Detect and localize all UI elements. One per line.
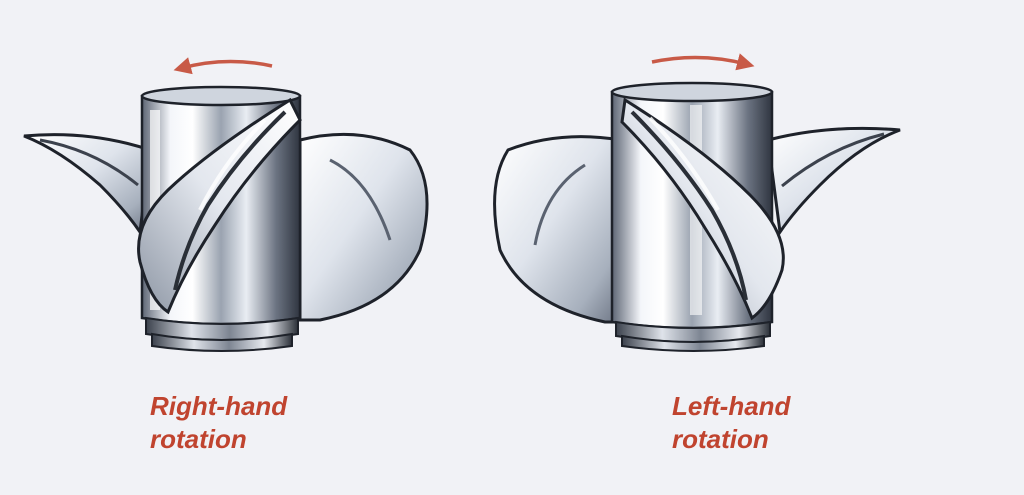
caption-line-2: rotation [672,424,769,454]
arrow-counterclockwise-icon [173,57,273,75]
arrow-clockwise-icon [651,53,755,71]
front-blade [620,97,785,321]
caption-right-hand-rotation: Right-hand rotation [150,390,287,456]
front-blade [137,97,302,315]
caption-left-hand-rotation: Left-hand rotation [672,390,790,456]
caption-line-1: Right-hand [150,391,288,421]
left-blade [23,133,152,237]
caption-line-1: Left-hand [672,391,791,421]
propeller-left-hand [493,53,901,352]
propeller-right-hand [23,57,429,352]
left-rounded-blade [493,135,622,324]
caption-line-2: rotation [150,424,247,454]
right-blade [298,132,429,322]
right-thin-blade [766,126,901,237]
